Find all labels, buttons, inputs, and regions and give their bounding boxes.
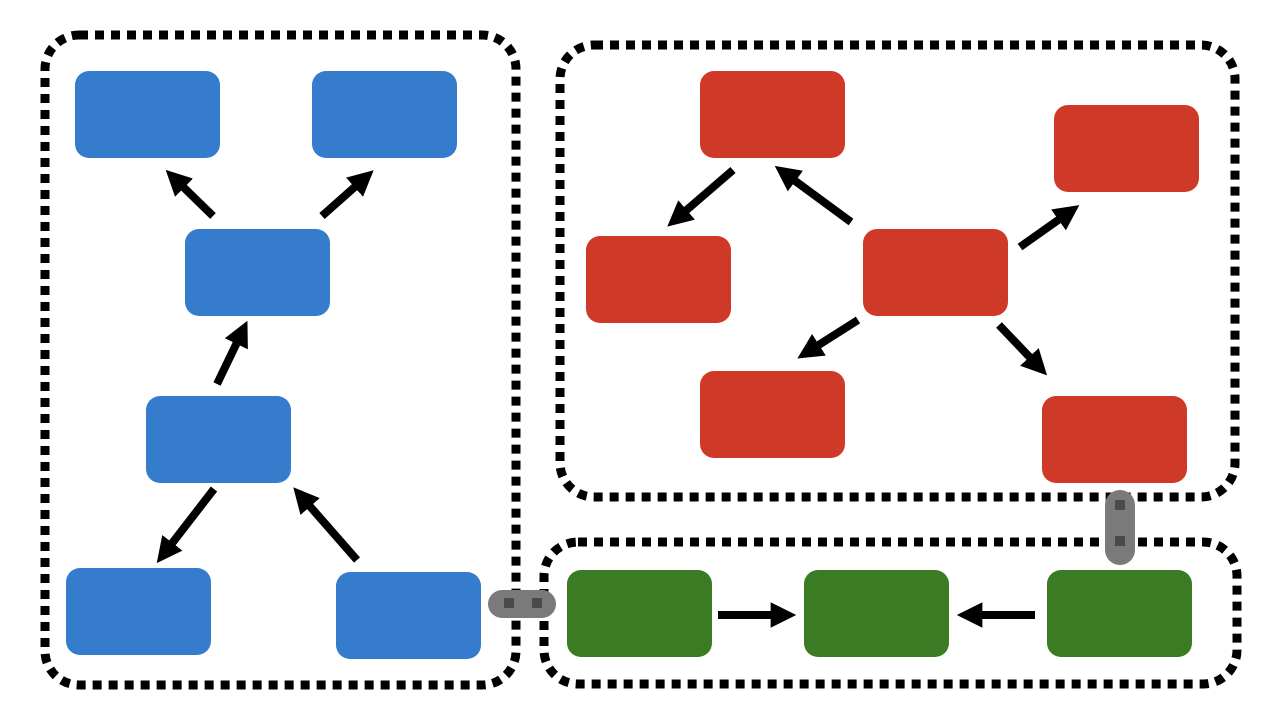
blue-node-5: [66, 568, 211, 655]
red-green-connector: [1105, 490, 1135, 565]
edge-arrow: [774, 165, 854, 226]
blue-green-connector: [488, 590, 556, 618]
red-node-4: [863, 229, 1008, 316]
red-node-1: [700, 71, 845, 158]
edge-arrow: [667, 166, 736, 227]
blue-node-2: [312, 71, 457, 158]
blue-node-4: [146, 396, 291, 483]
edge-arrow: [156, 486, 218, 564]
red-node-3: [586, 236, 731, 323]
green-node-1: [567, 570, 712, 657]
edge-arrow: [293, 487, 361, 563]
blue-node-6: [336, 572, 481, 659]
green-node-3: [1047, 570, 1192, 657]
edge-arrow: [213, 320, 248, 386]
blue-node-1: [75, 71, 220, 158]
edge-arrow: [165, 169, 216, 219]
red-node-5: [700, 371, 845, 458]
edge-arrow: [797, 316, 861, 359]
red-node-6: [1042, 396, 1187, 483]
green-node-2: [804, 570, 949, 657]
edge-arrow: [996, 322, 1048, 376]
edge-arrow: [1017, 205, 1080, 251]
red-group-border: [555, 40, 1240, 502]
edge-arrow: [319, 170, 374, 219]
red-node-2: [1054, 105, 1199, 192]
blue-node-3: [185, 229, 330, 316]
